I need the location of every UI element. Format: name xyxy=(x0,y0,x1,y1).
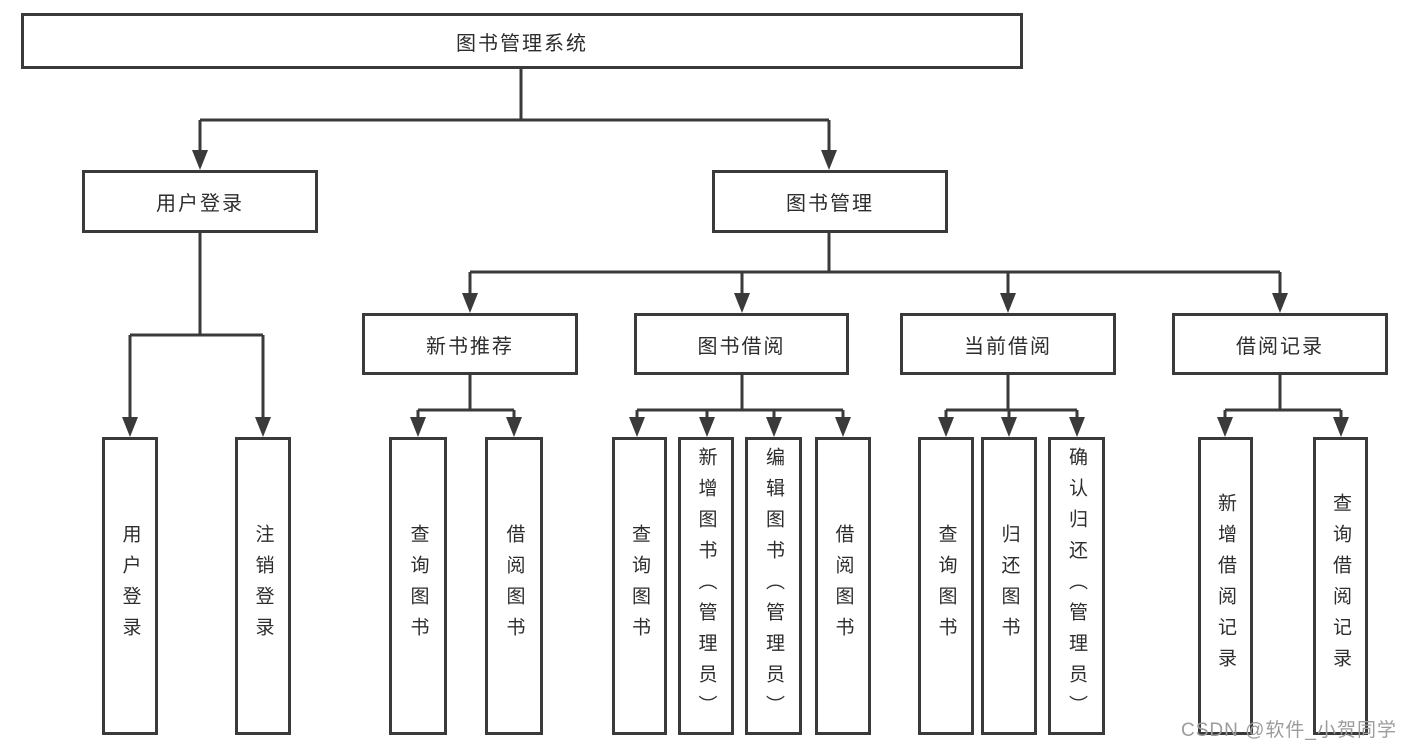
connector-root-l2 xyxy=(198,68,831,151)
connector-bookmgmt-l3 xyxy=(468,233,1282,294)
arrow-down-icon xyxy=(734,293,750,313)
leaf-user-login: 用户登录 xyxy=(102,437,158,735)
leaf-query-books-recommend: 查询图书 xyxy=(389,437,447,735)
leaf-add-book-admin: 新增图书（管理员） xyxy=(678,437,734,735)
arrow-down-icon xyxy=(835,417,851,437)
arrow-down-icon xyxy=(938,417,954,437)
arrow-down-icon xyxy=(629,417,645,437)
leaf-logout: 注销登录 xyxy=(235,437,291,735)
leaf-edit-book-admin: 编辑图书（管理员） xyxy=(745,437,802,735)
node-new-book-recommend: 新书推荐 xyxy=(362,313,578,375)
arrow-down-icon xyxy=(1333,417,1349,437)
leaf-add-borrow-record: 新增借阅记录 xyxy=(1198,437,1253,735)
leaf-query-books-current: 查询图书 xyxy=(918,437,974,735)
leaf-query-borrow-record: 查询借阅记录 xyxy=(1313,437,1368,735)
node-current-borrow: 当前借阅 xyxy=(900,313,1116,375)
arrow-down-icon xyxy=(766,417,782,437)
leaf-borrow-books-recommend: 借阅图书 xyxy=(485,437,543,735)
arrow-down-icon xyxy=(1001,417,1017,437)
node-borrow-records: 借阅记录 xyxy=(1172,313,1388,375)
arrow-down-icon xyxy=(1272,293,1288,313)
connector-currentborrow-leaves xyxy=(944,375,1079,419)
arrow-down-icon xyxy=(462,293,478,313)
arrow-down-icon xyxy=(821,150,837,170)
leaf-borrow-books: 借阅图书 xyxy=(815,437,871,735)
leaf-return-book: 归还图书 xyxy=(981,437,1037,735)
arrow-down-icon xyxy=(192,150,208,170)
arrow-down-icon xyxy=(410,417,426,437)
arrow-down-icon xyxy=(1000,293,1016,313)
connector-userlogin-leaves xyxy=(128,233,265,418)
node-book-management: 图书管理 xyxy=(712,170,948,233)
arrow-down-icon xyxy=(1069,417,1085,437)
leaf-confirm-return-admin: 确认归还（管理员） xyxy=(1048,437,1105,735)
leaf-query-books-borrow: 查询图书 xyxy=(612,437,667,735)
node-user-login: 用户登录 xyxy=(82,170,318,233)
arrow-down-icon xyxy=(699,417,715,437)
arrow-down-icon xyxy=(1217,417,1233,437)
connector-records-leaves xyxy=(1223,375,1343,419)
arrow-down-icon xyxy=(122,417,138,437)
watermark: CSDN @软件_小贺同学 xyxy=(1181,720,1397,741)
node-library-management-system: 图书管理系统 xyxy=(21,13,1023,69)
connector-newbook-leaves xyxy=(416,375,516,419)
connector-bookborrow-leaves xyxy=(635,375,845,419)
arrow-down-icon xyxy=(255,417,271,437)
node-book-borrow: 图书借阅 xyxy=(634,313,849,375)
arrow-down-icon xyxy=(506,417,522,437)
